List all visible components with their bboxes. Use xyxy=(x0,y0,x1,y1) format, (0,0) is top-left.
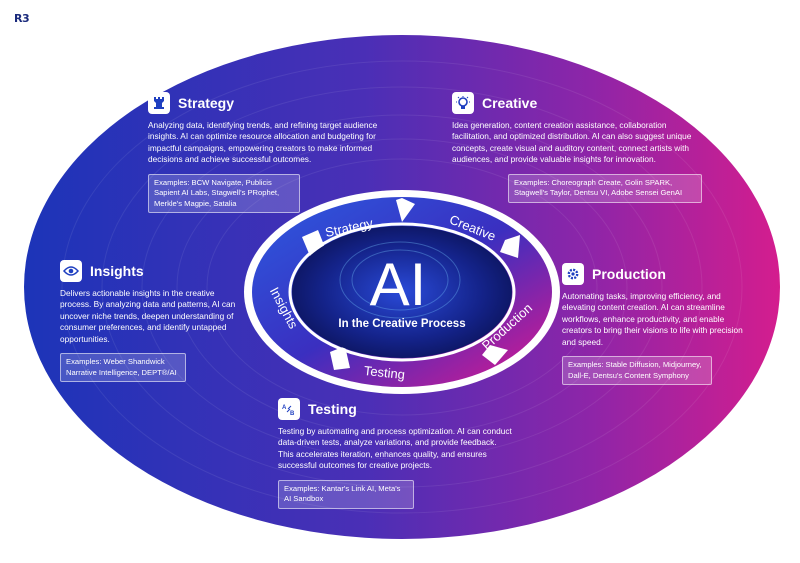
creative-examples: Examples: Choreograph Create, Golin SPAR… xyxy=(508,173,702,203)
ring-label-testing: Testing xyxy=(363,363,406,382)
insights-title: Insights xyxy=(90,263,144,279)
r3-logo: R3 xyxy=(14,12,30,25)
insights-description: Delivers actionable insights in the crea… xyxy=(60,288,236,344)
chess-rook-icon xyxy=(148,92,170,114)
lightbulb-icon xyxy=(452,92,474,114)
creative-description: Idea generation, content creation assist… xyxy=(452,120,692,165)
strategy-header: Strategy xyxy=(148,92,394,114)
center-subtitle: In the Creative Process xyxy=(338,318,465,330)
gear-icon xyxy=(562,263,584,285)
strategy-description: Analyzing data, identifying trends, and … xyxy=(148,120,378,165)
production-section: Production Automating tasks, improving e… xyxy=(562,263,748,386)
testing-description: Testing by automating and process optimi… xyxy=(278,426,512,471)
insights-examples: Examples: Weber Shandwick Narrative Inte… xyxy=(60,353,186,383)
ai-glow xyxy=(339,241,461,319)
insights-header: Insights xyxy=(60,260,245,282)
svg-text:A: A xyxy=(282,405,287,411)
creative-title: Creative xyxy=(482,95,538,111)
inner-core-border xyxy=(288,222,516,362)
production-examples: Examples: Stable Diffusion, Midjourney, … xyxy=(562,356,712,386)
testing-title: Testing xyxy=(308,401,357,417)
creative-header: Creative xyxy=(452,92,702,114)
strategy-examples: Examples: BCW Navigate, Publicis Sapient… xyxy=(148,173,300,214)
ripple-lines xyxy=(61,60,743,514)
inner-core xyxy=(292,226,512,358)
center-title: AI xyxy=(370,251,427,318)
eye-icon xyxy=(60,260,82,282)
production-header: Production xyxy=(562,263,748,285)
strategy-section: Strategy Analyzing data, identifying tre… xyxy=(148,92,394,214)
ring-separators xyxy=(302,198,520,370)
svg-text:B: B xyxy=(290,411,295,416)
production-title: Production xyxy=(592,266,666,282)
testing-examples: Examples: Kantar's Link AI, Meta's AI Sa… xyxy=(278,479,414,509)
strategy-title: Strategy xyxy=(178,95,235,111)
creative-section: Creative Idea generation, content creati… xyxy=(452,92,702,203)
insights-section: Insights Delivers actionable insights in… xyxy=(60,260,245,383)
production-description: Automating tasks, improving efficiency, … xyxy=(562,291,743,347)
